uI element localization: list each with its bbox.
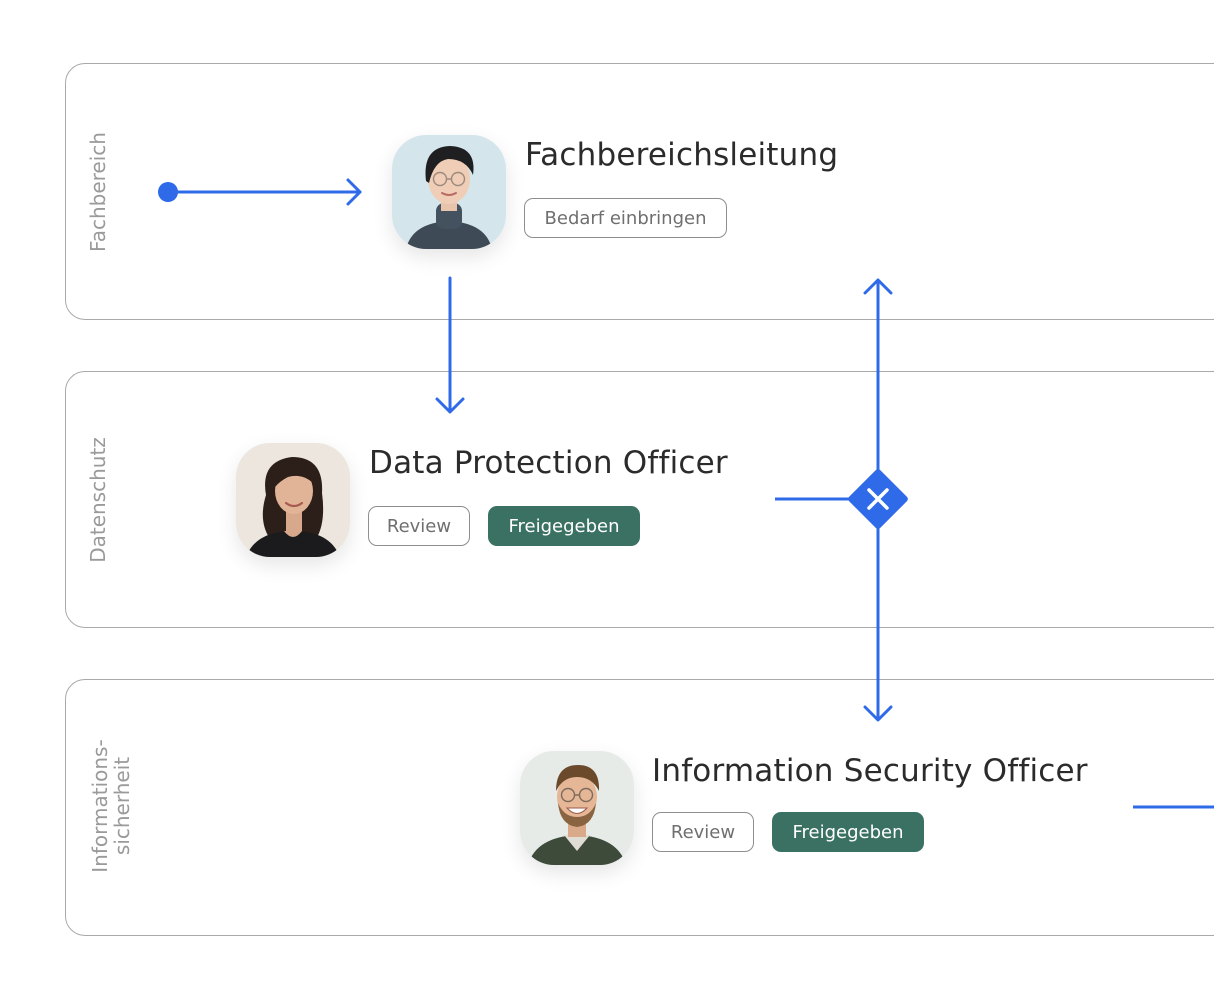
tag-review: Review bbox=[368, 506, 470, 546]
tag-freigegeben: Freigegeben bbox=[488, 506, 640, 546]
gateway-icon bbox=[848, 469, 908, 529]
arrowhead-down-icon bbox=[863, 705, 893, 722]
lane-informationssicherheit: Informations- sicherheit bbox=[65, 679, 1214, 936]
arrowhead-down-icon bbox=[435, 397, 465, 414]
avatar-fachbereichsleitung bbox=[392, 135, 506, 249]
arrowhead-up-icon bbox=[863, 278, 893, 295]
role-title-data-protection-officer: Data Protection Officer bbox=[369, 445, 728, 481]
tag-bedarf-einbringen: Bedarf einbringen bbox=[524, 198, 727, 238]
role-title-fachbereichsleitung: Fachbereichsleitung bbox=[525, 137, 839, 173]
arrowhead-right-icon bbox=[346, 178, 362, 206]
tag-freigegeben: Freigegeben bbox=[772, 812, 924, 852]
avatar-information-security-officer bbox=[520, 751, 634, 865]
role-title-information-security-officer: Information Security Officer bbox=[652, 753, 1088, 789]
tag-review: Review bbox=[652, 812, 754, 852]
avatar-data-protection-officer bbox=[236, 443, 350, 557]
start-event-icon bbox=[158, 182, 178, 202]
